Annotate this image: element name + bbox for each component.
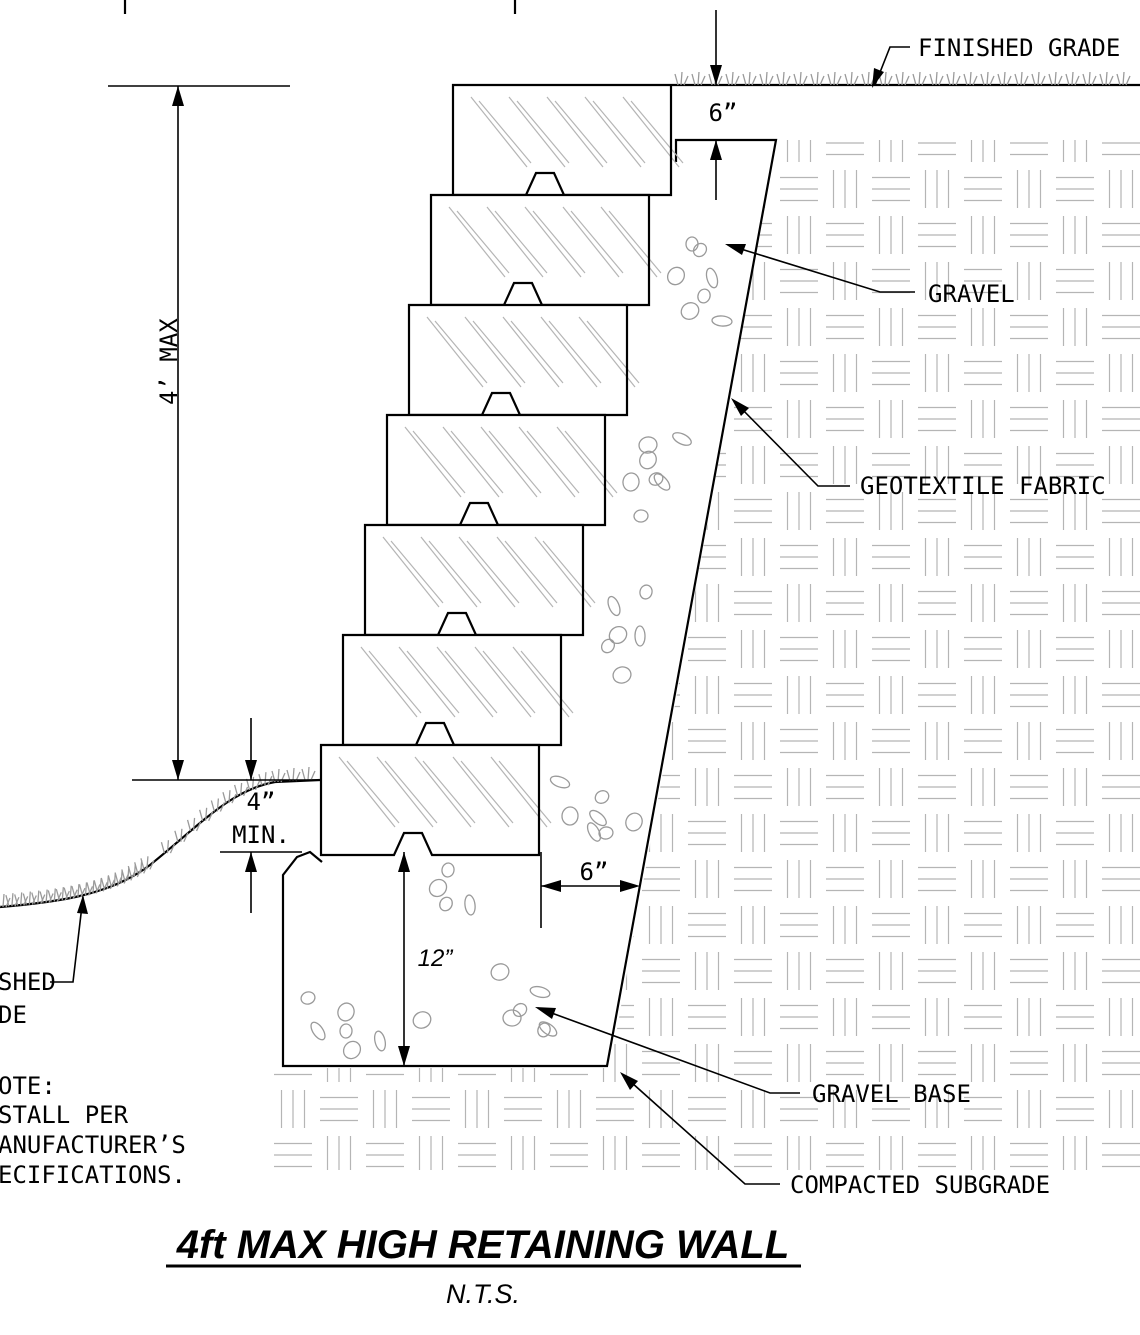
geotextile-label: GEOTEXTILE FABRIC — [860, 472, 1106, 500]
gravel-stones — [300, 236, 733, 1060]
note-line-4: ECIFICATIONS. — [0, 1161, 186, 1189]
scale-note: N.T.S. — [446, 1279, 520, 1309]
embed-label-1: 4” — [247, 788, 276, 816]
wall-block — [407, 303, 640, 417]
compacted-subgrade-label: COMPACTED SUBGRADE — [790, 1171, 1050, 1199]
wall-height-dimension — [108, 85, 320, 781]
wall-block — [429, 193, 662, 307]
finished-grade-low-label-1: SHED — [0, 968, 56, 996]
top-offset-label: 6” — [709, 99, 738, 127]
install-note: OTE: STALL PER ANUFACTURER’S ECIFICATION… — [0, 1072, 186, 1189]
finished-grade-low-label-2: DE — [0, 1001, 27, 1029]
embed-dimension — [220, 718, 302, 913]
gravel-width-label: 6” — [580, 858, 609, 886]
wall-block — [363, 523, 596, 637]
embed-label-2: MIN. — [232, 821, 290, 849]
geotextile-fabric-line — [281, 138, 778, 1068]
wall-blocks — [319, 83, 684, 857]
note-line-3: ANUFACTURER’S — [0, 1131, 186, 1159]
base-depth-label: 12” — [418, 945, 454, 972]
note-line-2: STALL PER — [0, 1101, 129, 1129]
gravel-label: GRAVEL — [928, 280, 1015, 308]
top-offset-dimension — [710, 10, 722, 200]
finished-grade-label: FINISHED GRADE — [918, 34, 1120, 62]
gravel-width-dimension — [540, 852, 640, 928]
drawing-title: 4ft MAX HIGH RETAINING WALL — [176, 1223, 790, 1267]
wall-block — [451, 83, 684, 197]
callout-leaders — [50, 46, 915, 1185]
wall-height-label: 4’ MAX — [155, 318, 183, 405]
wall-block — [385, 413, 618, 527]
wall-block — [319, 743, 552, 857]
base-depth-dimension — [398, 852, 410, 1066]
wall-block — [341, 633, 574, 747]
finished-grade-top — [672, 71, 1140, 87]
note-line-1: OTE: — [0, 1072, 56, 1100]
gravel-base-label: GRAVEL BASE — [812, 1080, 971, 1108]
